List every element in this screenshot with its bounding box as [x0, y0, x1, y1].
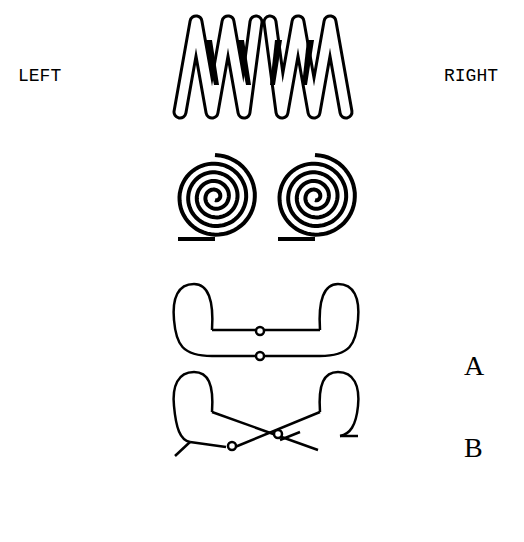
right-zigzag-spring [270, 22, 346, 112]
figure-letter: A [464, 350, 484, 382]
clip-figure-b [174, 372, 359, 456]
side-label: RIGHT [444, 66, 498, 86]
clip-figure-a [174, 284, 359, 360]
side-label: LEFT [18, 66, 61, 86]
figure-letter: B [464, 432, 483, 464]
left-spiral-spring [180, 155, 255, 235]
right-spiral-spring [280, 155, 355, 235]
spiral-tail [278, 237, 315, 241]
left-zigzag-spring [180, 22, 256, 112]
spiral-tail [178, 237, 215, 241]
